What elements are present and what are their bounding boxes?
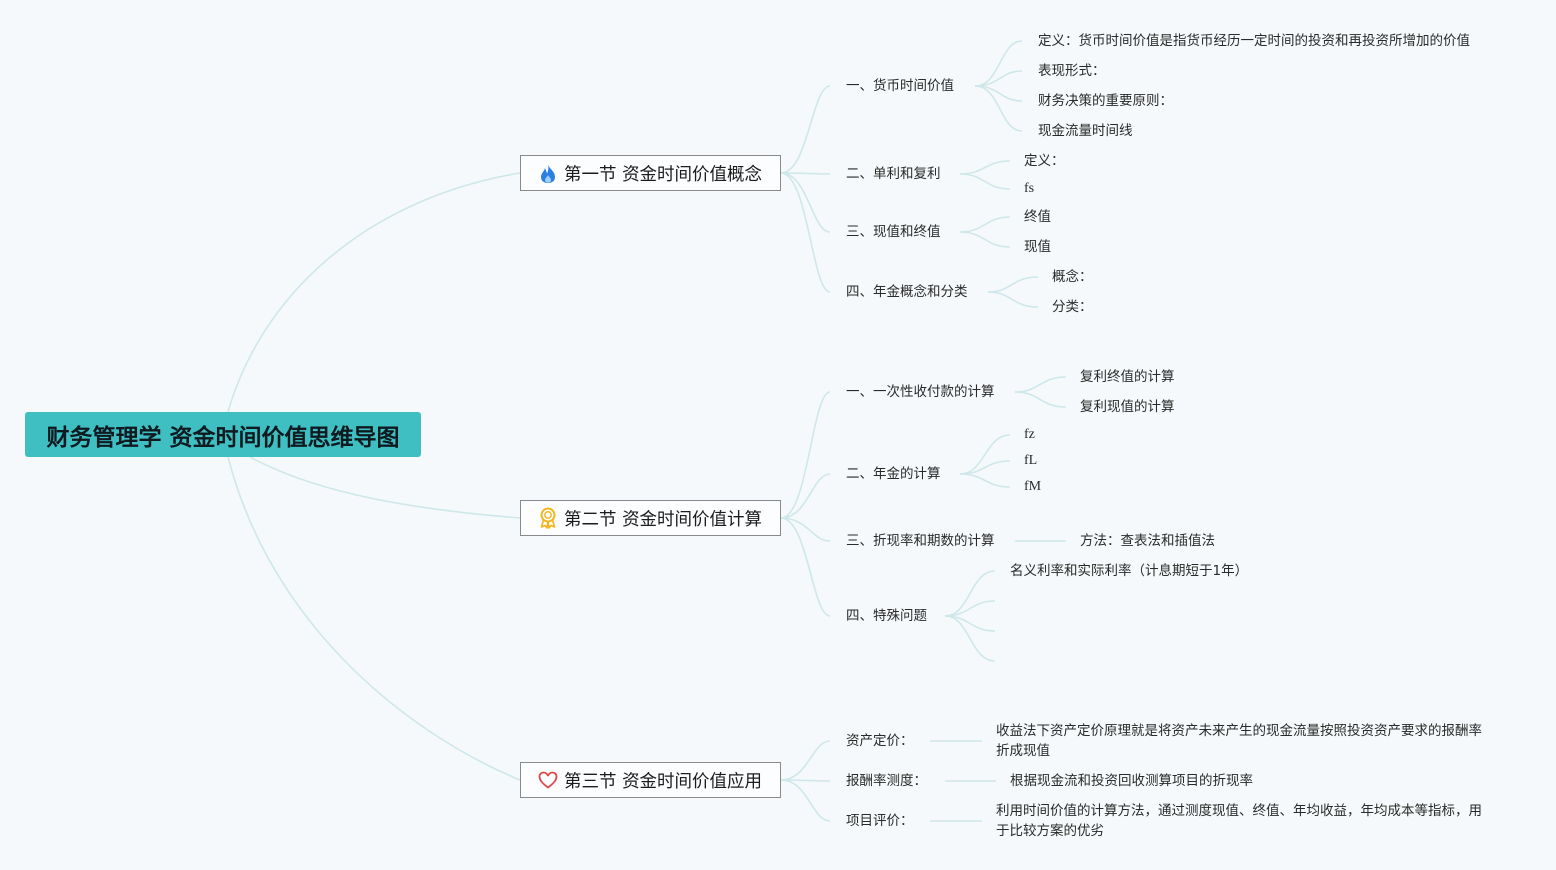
topic-s3-1[interactable]: 资产定价： [846,733,914,749]
connector [944,570,996,617]
connector [780,172,831,175]
connector [959,216,1011,233]
topic-s2-3[interactable]: 三、折现率和期数的计算 [846,533,995,549]
leaf-s3-3-1[interactable]: 利用时间价值的计算方法，通过测度现值、终值、年均收益，年均成本等指标，用于比较方… [996,803,1482,839]
topic-s1-4[interactable]: 四、年金概念和分类 [846,284,968,300]
leaf-s1-2-2[interactable]: fs [1024,181,1035,196]
connector [987,276,1039,293]
connector [959,473,1011,488]
topic-s2-1[interactable]: 一、一次性收付款的计算 [846,384,995,400]
connector [944,615,996,662]
leaf-s1-1-2[interactable]: 表现形式： [1038,63,1106,79]
heart-icon [537,769,559,791]
topic-s3-3[interactable]: 项目评价： [846,813,914,829]
connector [959,231,1011,248]
connector [249,456,521,519]
connector [780,740,831,781]
leaf-s2-1-2[interactable]: 复利现值的计算 [1080,399,1175,415]
leaf-s1-1-3[interactable]: 财务决策的重要原则： [1038,93,1173,109]
topic-s3-2[interactable]: 报酬率测度： [846,773,927,789]
section-2-label: 第二节 资金时间价值计算 [564,509,763,530]
topic-s1-2[interactable]: 二、单利和复利 [846,166,941,182]
section-3-topic[interactable]: 第三节 资金时间价值应用 [520,762,781,798]
connector [780,779,831,822]
connector [780,517,831,617]
leaf-s3-2-1[interactable]: 根据现金流和投资回收测算项目的折现率 [1010,773,1253,789]
leaf-s2-2-2[interactable]: fL [1024,453,1038,468]
section-1-topic[interactable]: 第一节 资金时间价值概念 [520,155,781,191]
connector [1014,391,1067,408]
topic-s1-3[interactable]: 三、现值和终值 [846,224,941,240]
leaf-s1-4-1[interactable]: 概念： [1052,269,1093,285]
leaf-s1-4-2[interactable]: 分类： [1052,299,1093,315]
connector [780,172,831,233]
connector [959,173,1011,190]
connector [780,391,831,519]
connector [974,40,1023,87]
leaf-s2-4-1[interactable]: 名义利率和实际利率（计息期短于1年） [1010,563,1249,579]
flame-icon [537,162,559,184]
connector [780,172,831,293]
connector [959,160,1011,175]
connector [227,456,521,781]
root-topic[interactable]: 财务管理学 资金时间价值思维导图 [25,412,421,457]
section-1-label: 第一节 资金时间价值概念 [564,164,763,185]
leaf-s1-3-2[interactable]: 现值 [1024,239,1051,255]
leaf-s1-2-1[interactable]: 定义： [1024,153,1065,169]
connector [227,172,521,413]
connector [1014,376,1067,393]
connector [987,291,1039,308]
leaf-s3-1-1[interactable]: 收益法下资产定价原理就是将资产未来产生的现金流量按照投资资产要求的报酬率折成现值 [996,723,1482,759]
topic-s2-4[interactable]: 四、特殊问题 [846,608,927,624]
section-2-topic[interactable]: 第二节 资金时间价值计算 [520,500,781,536]
topic-s2-2[interactable]: 二、年金的计算 [846,466,941,482]
leaf-s2-2-3[interactable]: fM [1024,479,1042,494]
connector [974,85,1023,132]
leaf-s1-1-4[interactable]: 现金流量时间线 [1038,123,1133,139]
award-medal-icon [537,507,559,529]
leaf-s2-3-1[interactable]: 方法：查表法和插值法 [1080,533,1215,549]
connector [780,473,831,519]
section-3-label: 第三节 资金时间价值应用 [564,771,763,792]
leaf-s2-1-1[interactable]: 复利终值的计算 [1080,369,1175,385]
leaf-s1-3-1[interactable]: 终值 [1024,209,1051,225]
leaf-s2-2-1[interactable]: fz [1024,427,1035,442]
leaf-s1-1-1[interactable]: 定义：货币时间价值是指货币经历一定时间的投资和再投资所增加的价值 [1038,33,1470,49]
connector [780,85,831,174]
topic-s1-1[interactable]: 一、货币时间价值 [846,78,954,94]
connector [780,517,831,542]
